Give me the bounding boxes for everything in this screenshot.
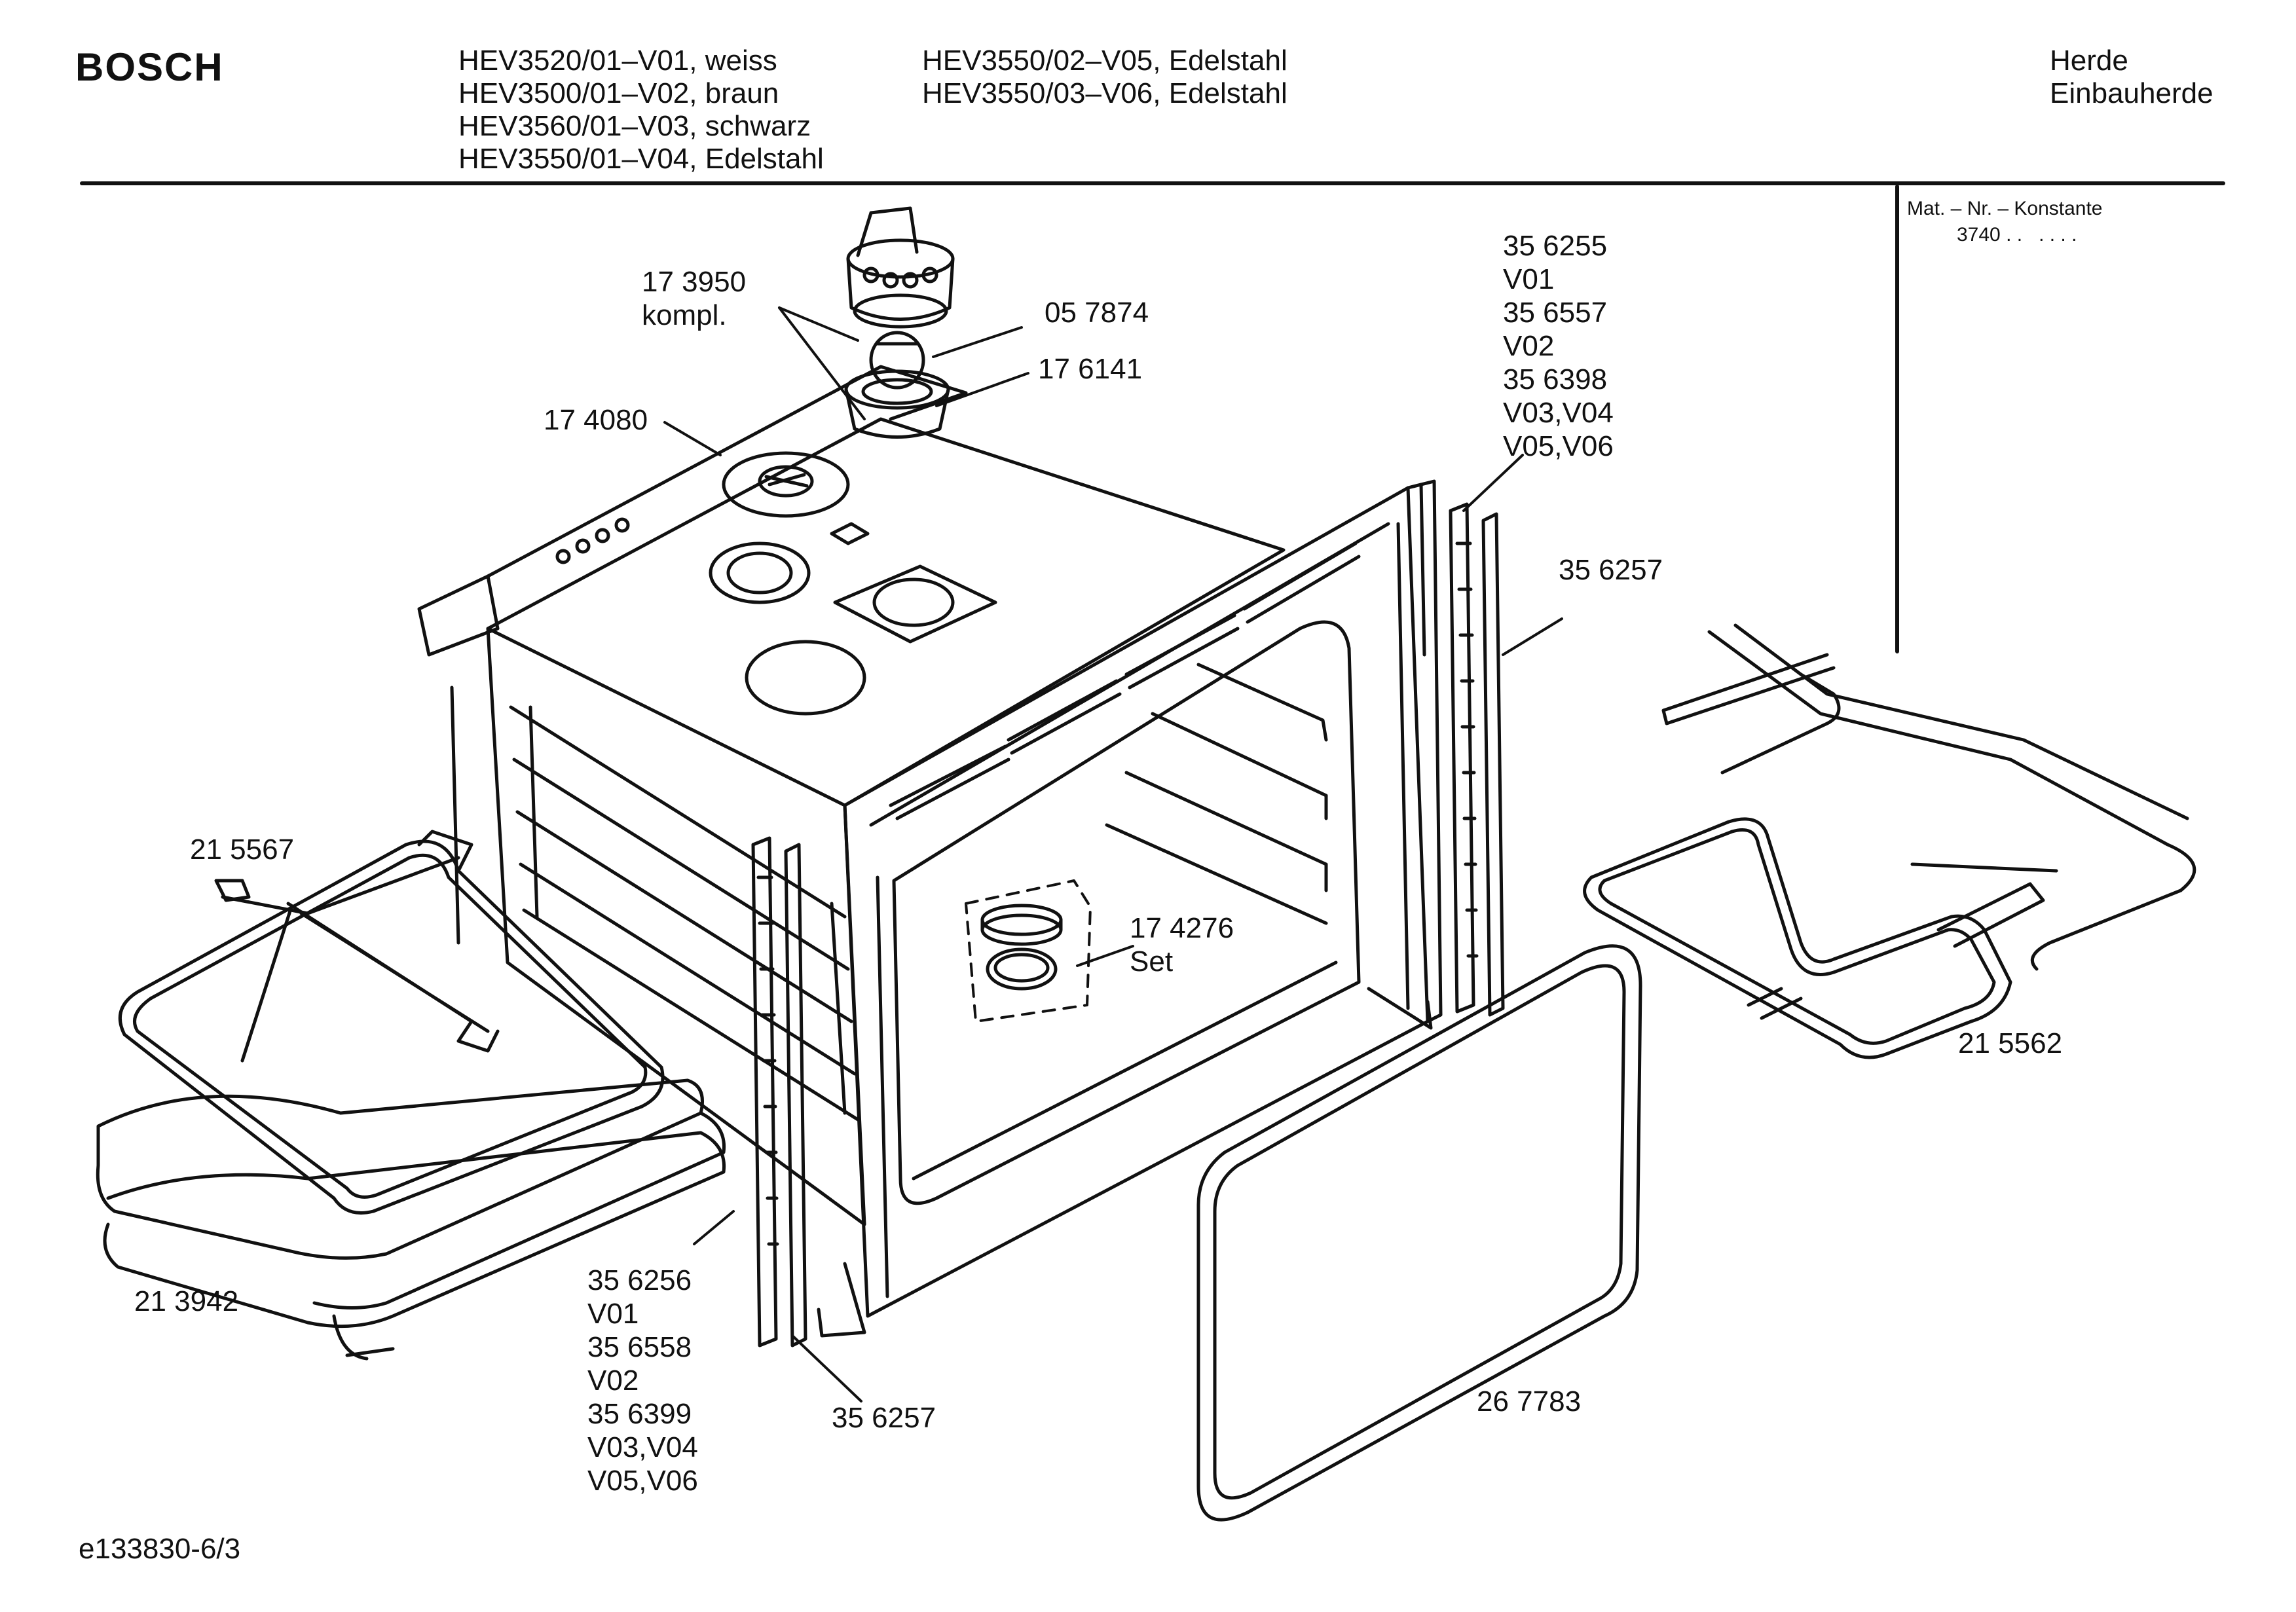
lamp-glass-set [965,879,1092,1023]
part-label-174276: 17 4276 Set [1130,911,1234,978]
part-label-356255: 35 6255 V01 35 6557 V02 35 6398 V03,V04 … [1503,229,1614,463]
bottom-heater [118,830,665,1215]
part-variant: V02 [587,1365,639,1397]
part-variant: V03,V04 [587,1431,698,1463]
category-label: Herde Einbauherde [2050,45,2213,110]
leader-lines [663,306,1563,1402]
part-label-173950: 17 3950 kompl. [642,265,746,332]
part-label-057874: 05 7874 [1045,297,1149,329]
part-number: 35 6256 [587,1264,692,1296]
door-seal [1196,944,1642,1522]
part-variant: V05,V06 [1503,430,1614,462]
part-number: 35 6557 [1503,297,1608,329]
drawing-id: e133830-6/3 [79,1533,241,1565]
part-note: kompl. [642,299,727,331]
part-number: 35 6398 [1503,363,1608,395]
part-variant: V05,V06 [587,1465,698,1497]
part-number: 17 3950 [642,266,747,298]
part-label-213942: 21 3942 [134,1285,239,1317]
part-label-267783: 26 7783 [1477,1385,1582,1418]
model-entry: HEV3550/02–V05, Edelstahl [922,45,1287,77]
front-frame [817,479,1443,1338]
sidebar-value: 3740 . . . . . . [1957,224,2077,246]
part-label-356256: 35 6256 V01 35 6558 V02 35 6399 V03,V04 … [587,1264,698,1497]
brand-logo: BOSCH [75,45,224,89]
part-variant: V01 [1503,263,1555,295]
part-label-174080: 17 4080 [544,404,648,436]
part-label-356257-top: 35 6257 [1559,554,1663,586]
part-variant: V03,V04 [1503,397,1614,429]
part-label-176141: 17 6141 [1038,353,1143,385]
part-variant: V02 [1503,330,1555,362]
lamp-assembly [844,206,955,439]
part-variant: V01 [587,1298,639,1330]
part-label-215562: 21 5562 [1958,1027,2063,1059]
model-list-right: HEV3550/02–V05, Edelstahl HEV3550/03–V06… [922,45,1287,110]
part-number: 35 6399 [587,1398,692,1430]
insulation-mat [96,1078,726,1361]
model-entry: HEV3500/01–V02, braun [458,77,779,109]
category-sub: Einbauherde [2050,77,2213,109]
part-number: 35 6255 [1503,230,1608,262]
model-entry: HEV3520/01–V01, weiss [458,45,777,77]
model-entry: HEV3550/01–V04, Edelstahl [458,143,824,175]
category-main: Herde [2050,45,2128,77]
oven-housing [417,365,1286,1226]
part-number: 35 6558 [587,1331,692,1363]
model-list-left: HEV3520/01–V01, weiss HEV3500/01–V02, br… [458,45,824,175]
part-label-215567: 21 5567 [190,833,295,866]
sidebar-title: Mat. – Nr. – Konstante [1907,198,2103,219]
part-note: Set [1130,945,1174,978]
side-rail-left [751,836,807,1347]
model-entry: HEV3560/01–V03, schwarz [458,110,811,142]
part-label-356257-bottom: 35 6257 [832,1402,936,1434]
side-rail-right [1449,502,1505,1017]
model-entry: HEV3550/03–V06, Edelstahl [922,77,1287,109]
top-heater [1583,623,2196,1059]
part-number: 17 4276 [1130,912,1234,944]
